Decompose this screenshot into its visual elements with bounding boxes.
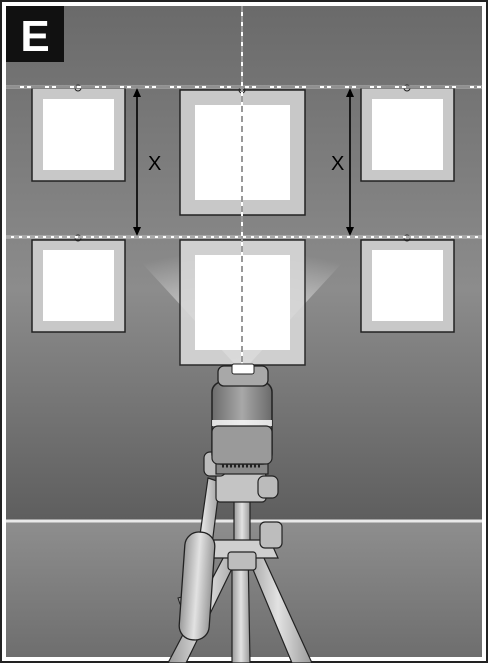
distance-label-right: X: [331, 153, 344, 175]
pan-handle-grip: [178, 531, 216, 641]
picture-frame-top-right: [360, 84, 455, 182]
picture-frame-top-left: [31, 84, 126, 182]
distance-arrow-left: [133, 88, 141, 236]
picture-frame-bottom-left: [31, 234, 126, 333]
tripod-side-knob: [259, 521, 283, 549]
tripod-lock-collar: [227, 551, 257, 571]
laser-level-band: [212, 420, 272, 426]
panel-letter: E: [20, 12, 49, 61]
distance-arrow-right: [346, 88, 354, 236]
laser-level-lower: [211, 425, 273, 465]
tripod-head: [178, 451, 279, 641]
picture-frame-bottom-right: [360, 234, 455, 333]
head-knob: [257, 475, 279, 499]
distance-label-left: X: [148, 153, 161, 175]
panel-letter-badge: E: [6, 6, 64, 62]
laser-emitter-window: [231, 363, 255, 375]
laser-level-tool: [211, 363, 273, 468]
tripod: [167, 497, 313, 663]
